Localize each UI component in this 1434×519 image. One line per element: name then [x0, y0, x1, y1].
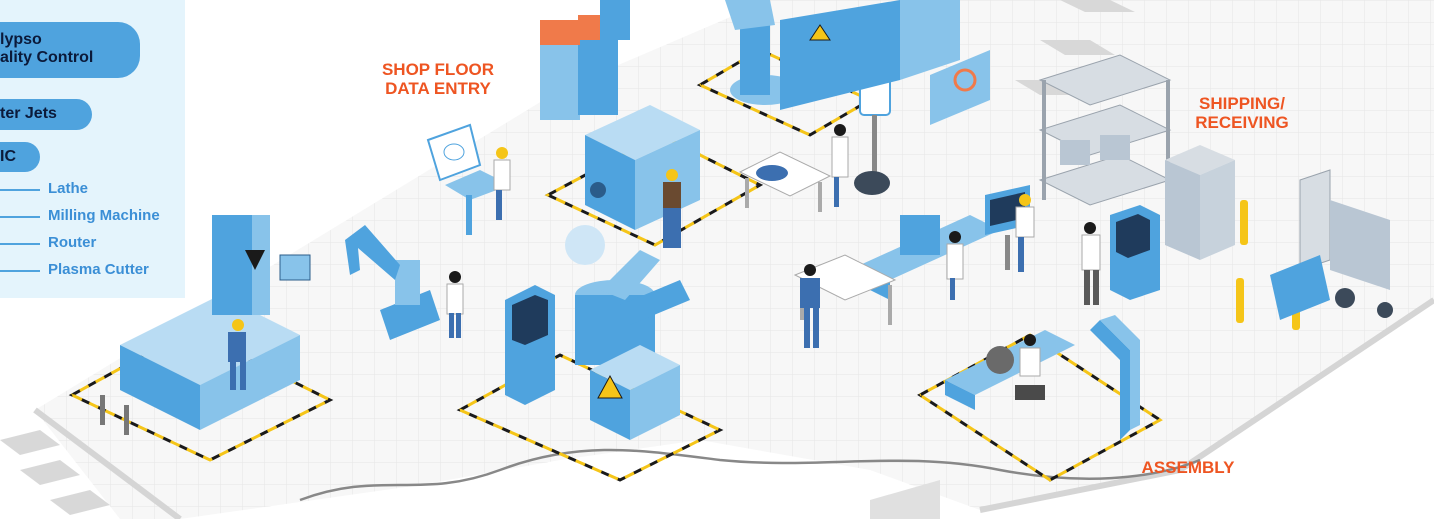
robot-arm-left [345, 225, 440, 340]
production-machine [585, 105, 700, 230]
worker-left [228, 319, 246, 390]
worker-terminal [1015, 194, 1035, 272]
forklift [1270, 169, 1393, 320]
connector-line [0, 216, 40, 218]
legend-cnc-item-label: Milling Machine [48, 207, 160, 224]
box-stack [1165, 145, 1235, 260]
floor-path-line [299, 448, 1201, 502]
arch-assembly [1090, 315, 1140, 440]
legend-calypso-quality-control: lypso ality Control [0, 22, 140, 78]
legend-water-jets: ter Jets [0, 99, 92, 130]
zone-label-shop-floor: SHOP FLOOR DATA ENTRY [368, 60, 508, 98]
zone-label-assembly: ASSEMBLY [1141, 458, 1235, 477]
zone-label-line: DATA ENTRY [385, 79, 491, 98]
zone-label-line: SHOP FLOOR [381, 60, 495, 79]
shipping-rack [1038, 54, 1172, 210]
legend-cnc-item-label: Plasma Cutter [48, 261, 149, 278]
scientist-middle [946, 231, 964, 300]
bollards-left [100, 395, 129, 435]
scientist-center [831, 124, 849, 207]
legend-calypso-line1: lypso [0, 31, 42, 48]
hazard-zone-assembly [917, 333, 1163, 482]
connector-line [0, 189, 40, 191]
zone-label-line: RECEIVING [1195, 113, 1289, 132]
assembly-conveyor [945, 330, 1075, 410]
connector-line [0, 243, 40, 245]
scientist-left [446, 271, 464, 338]
machine-bank-top [780, 0, 990, 125]
hazard-zone-shopfloor [544, 133, 764, 247]
round-table [738, 151, 832, 212]
worker-middle [800, 264, 820, 348]
worker-machine [663, 169, 681, 248]
legend-calypso-line2: ality Control [0, 49, 94, 66]
worker-shipping [1081, 222, 1101, 305]
legend-panel: lypso ality Control ter Jets IC Lathe Mi… [0, 0, 185, 298]
zone-label-shipping: SHIPPING/ RECEIVING [1172, 94, 1312, 132]
kiosk-center [505, 285, 555, 405]
legend-cnc: IC [0, 142, 40, 172]
server-racks [540, 0, 630, 120]
floor-block [870, 480, 940, 519]
legend-cnc-item-label: Router [48, 234, 97, 251]
connector-line [0, 270, 40, 272]
zone-label-line: SHIPPING/ [1199, 94, 1285, 113]
kiosk-shipping [1110, 205, 1160, 300]
hazard-zone-left [68, 328, 334, 462]
worker-data-entry [493, 147, 511, 220]
worker-assembly [1019, 334, 1041, 377]
cnc-machine [120, 215, 311, 430]
road-markings-bottom-left [0, 430, 110, 515]
legend-cnc-item-label: Lathe [48, 180, 89, 197]
control-box-center [590, 345, 680, 440]
